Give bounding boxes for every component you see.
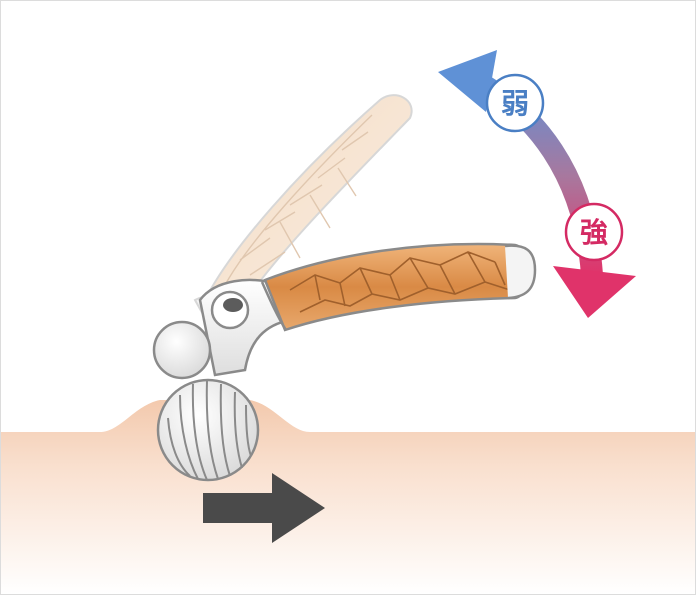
weak-label-badge: 弱 — [485, 73, 545, 133]
roller-handle — [198, 242, 537, 377]
right-arrow-icon — [203, 473, 325, 543]
strong-label: 強 — [580, 216, 608, 249]
weak-label: 弱 — [501, 87, 529, 120]
strong-label-badge: 強 — [564, 202, 624, 262]
roller-ball — [156, 378, 260, 482]
roller-head-hub — [152, 290, 250, 380]
